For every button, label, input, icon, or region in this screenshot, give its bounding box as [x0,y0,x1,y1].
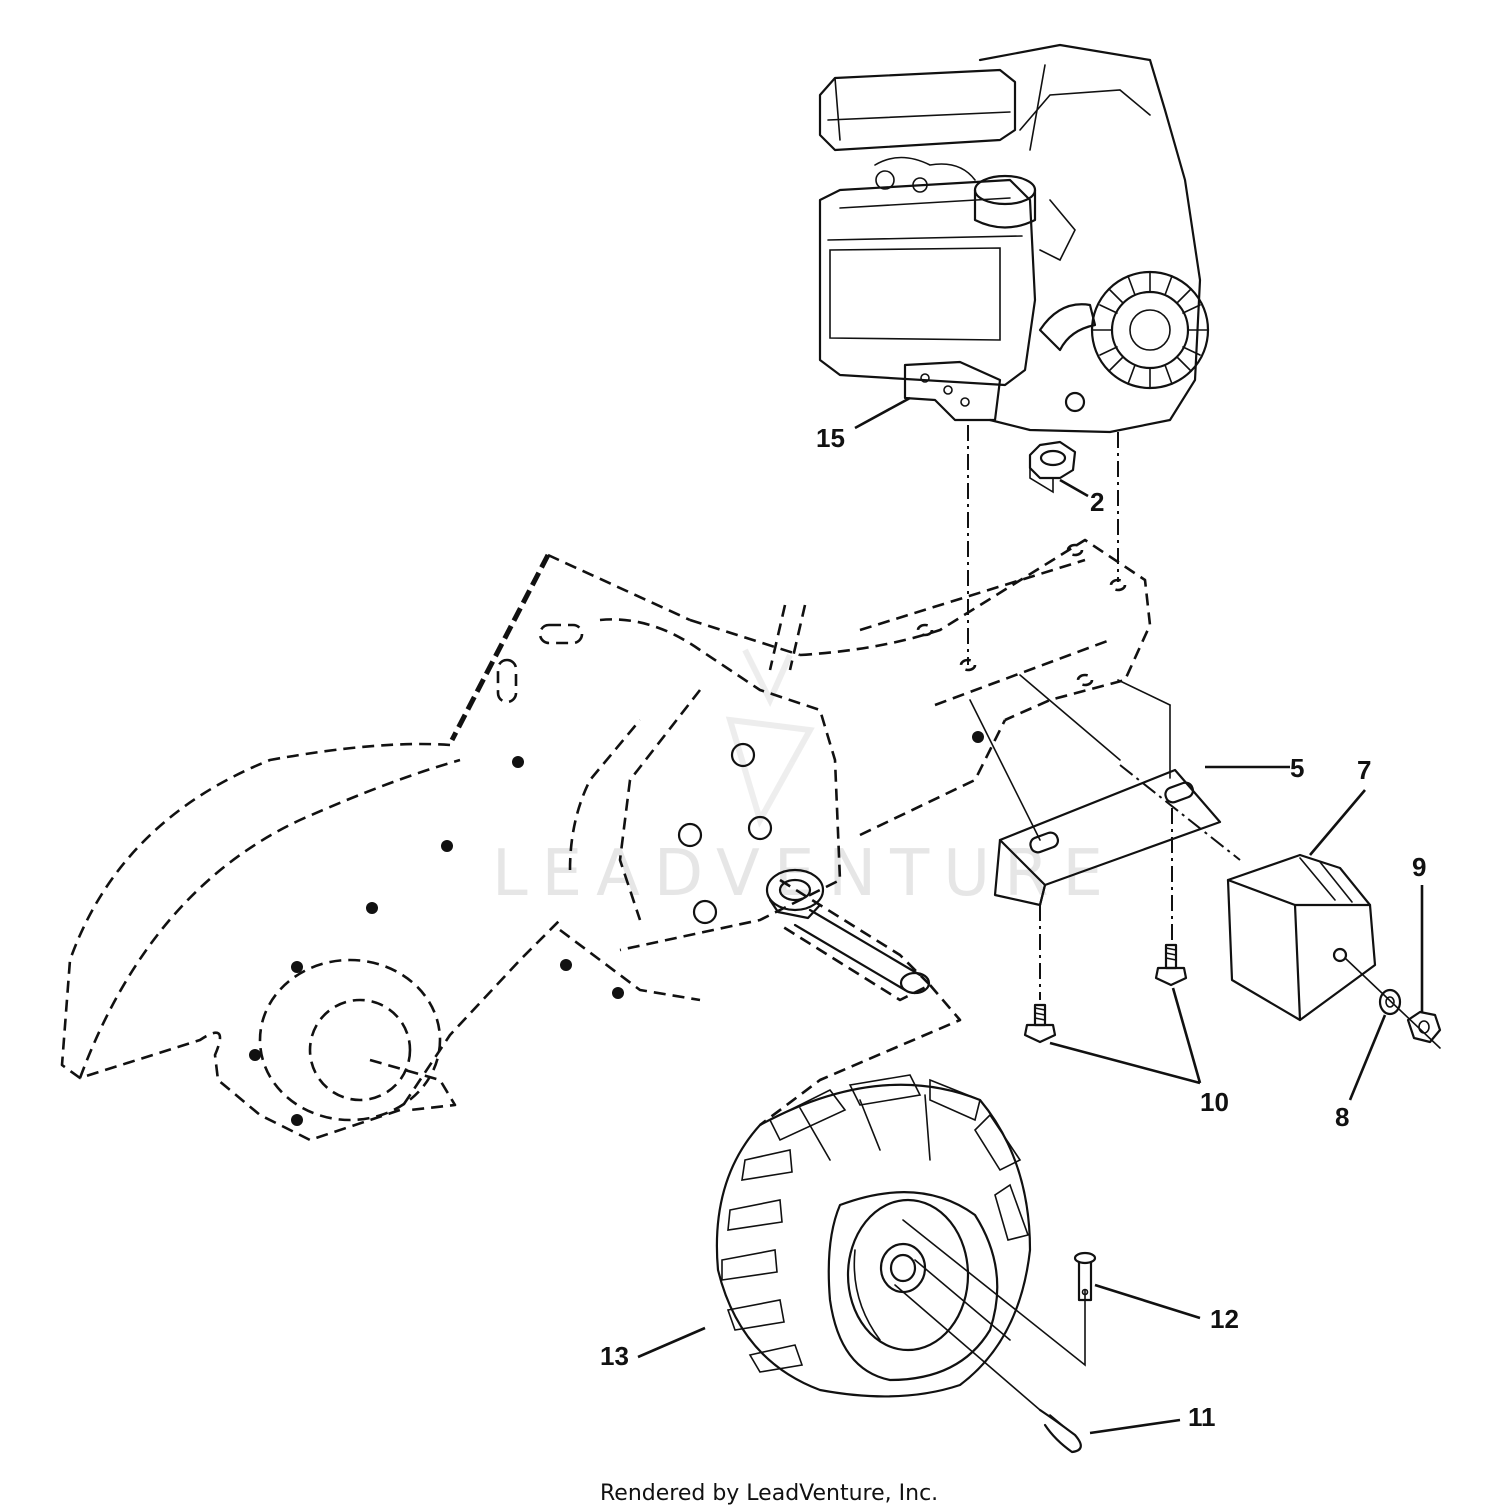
bolt-right[interactable] [1154,943,1188,987]
wheel-hub-line [914,1259,1011,1341]
recoil-fins-icon [1091,271,1209,389]
watermark-text: LEADVENTURE [492,837,1117,911]
axle-hub [765,868,931,995]
tiller-frame-outline [60,538,1152,1142]
leader-lines [637,396,1424,1435]
callout-5: 5 [1290,753,1304,783]
callout-13: 13 [600,1341,629,1371]
hair-pin-clip[interactable] [1038,1408,1082,1454]
engine-bracket[interactable] [969,674,1222,907]
housing-bolts [249,731,984,1126]
tiller-wheel[interactable] [715,1074,1032,1398]
callout-7: 7 [1357,755,1371,785]
callout-2: 2 [1090,487,1104,517]
callout-8: 8 [1335,1102,1349,1132]
weight-line [1119,764,1241,861]
lock-nut[interactable] [1028,440,1077,494]
callout-11: 11 [1188,1402,1216,1432]
callout-15: 15 [816,423,845,453]
callout-12: 12 [1210,1304,1239,1334]
callout-10: 10 [1200,1087,1229,1117]
washer[interactable] [1378,988,1402,1016]
wheel-axle-line [902,1219,1086,1367]
engine[interactable] [818,43,1210,434]
weight-bolt-line [1344,957,1441,1049]
bolt-left[interactable] [1023,1003,1057,1044]
callout-9: 9 [1412,852,1426,882]
footer-credit: Rendered by LeadVenture, Inc. [600,1481,938,1506]
frame-mount-holes [916,543,1127,687]
wheel-weight[interactable] [1226,853,1377,1022]
clevis-pin[interactable] [1073,1251,1097,1302]
tread-lugs-icon [721,1074,1030,1373]
wheel-clip-line [894,1284,1041,1411]
hex-nut[interactable] [1406,1010,1442,1044]
watermark-logo [725,648,815,828]
